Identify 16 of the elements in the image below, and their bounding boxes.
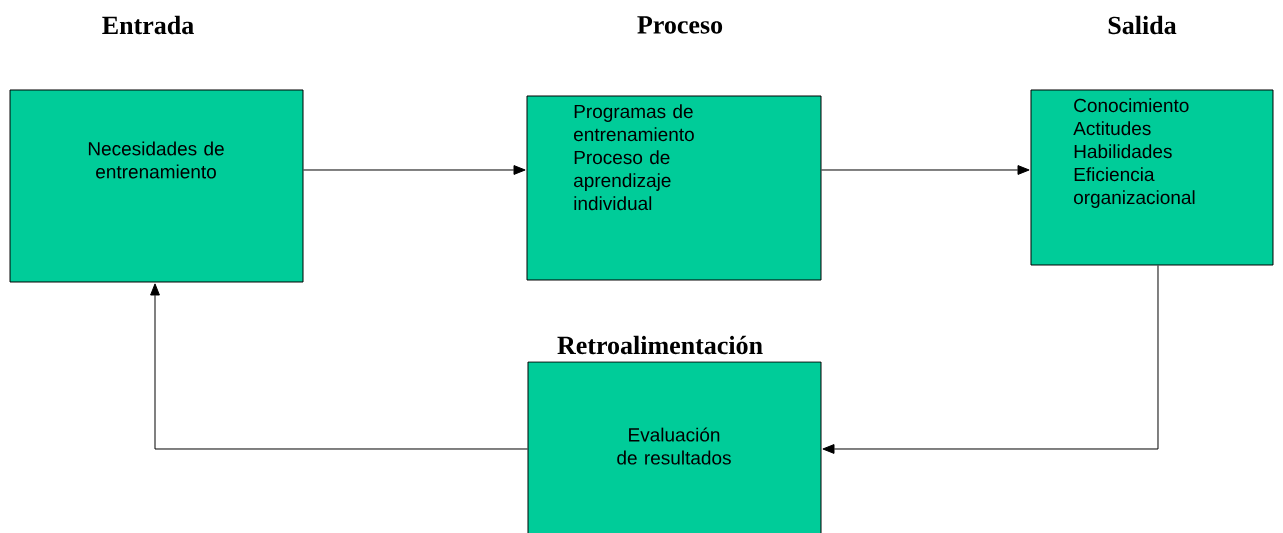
node-label: Eficiencia organizacional [1074, 167, 1195, 208]
box-text: Evaluación de resultados [617, 427, 731, 465]
arrow [821, 165, 1030, 175]
box-text: Conocimiento Actitudes Habilidades Eficiencia organizacional [1073, 98, 1195, 208]
heading: Entrada [102, 15, 194, 35]
heading: Retroalimentación [557, 335, 763, 355]
node-label: Actitudes [1073, 121, 1151, 136]
heading: Salida [1108, 15, 1177, 35]
heading: Proceso [637, 16, 723, 34]
arrow [303, 165, 526, 175]
arrow [822, 265, 1159, 454]
node-label: Conocimiento [1074, 98, 1189, 113]
node-label: Habilidades [1074, 144, 1172, 159]
box-text: Necesidades de entrenamiento [88, 141, 224, 179]
arrow [150, 283, 528, 450]
box-text: Programas de entrenamiento Proceso de aprendizaje individual [574, 104, 694, 211]
